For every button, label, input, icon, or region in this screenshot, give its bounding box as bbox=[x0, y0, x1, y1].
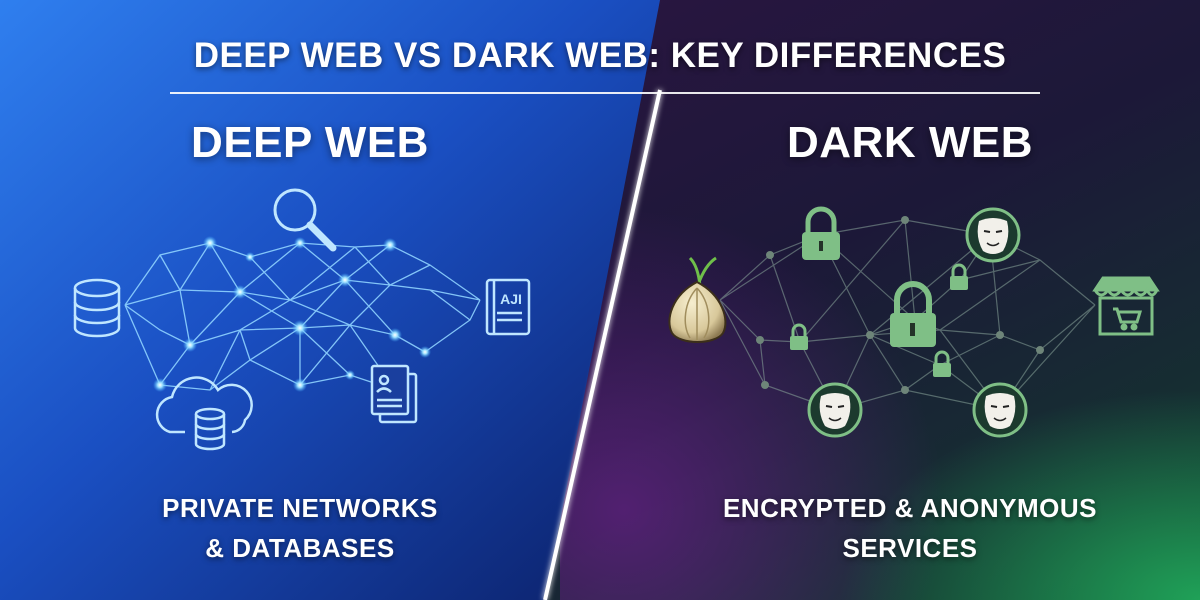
deep-web-caption-line: PRIVATE NETWORKS bbox=[162, 493, 438, 523]
deep-web-heading: DEEP WEB bbox=[191, 118, 429, 167]
search-icon bbox=[273, 188, 337, 252]
book-icon: AJI bbox=[485, 278, 531, 336]
page-title: DEEP WEB VS DARK WEB: KEY DIFFERENCES bbox=[193, 36, 1007, 75]
deep-web-nodes bbox=[153, 236, 431, 392]
cloud-database-icon bbox=[155, 376, 253, 451]
book-label: AJI bbox=[500, 291, 522, 307]
dark-web-caption-line: SERVICES bbox=[842, 533, 978, 563]
onion-icon bbox=[668, 256, 727, 343]
document-icon bbox=[370, 364, 418, 424]
deep-web-caption-line: & DATABASES bbox=[205, 533, 395, 563]
mask-icon bbox=[807, 207, 1028, 438]
dark-web-caption: ENCRYPTED & ANONYMOUS SERVICES bbox=[640, 488, 1180, 568]
shop-icon bbox=[1092, 276, 1160, 336]
database-icon bbox=[73, 278, 121, 338]
lock-icon bbox=[790, 206, 968, 377]
dark-web-heading: DARK WEB bbox=[787, 118, 1033, 167]
deep-web-caption: PRIVATE NETWORKS & DATABASES bbox=[90, 488, 510, 568]
dark-web-caption-line: ENCRYPTED & ANONYMOUS bbox=[722, 493, 1098, 523]
